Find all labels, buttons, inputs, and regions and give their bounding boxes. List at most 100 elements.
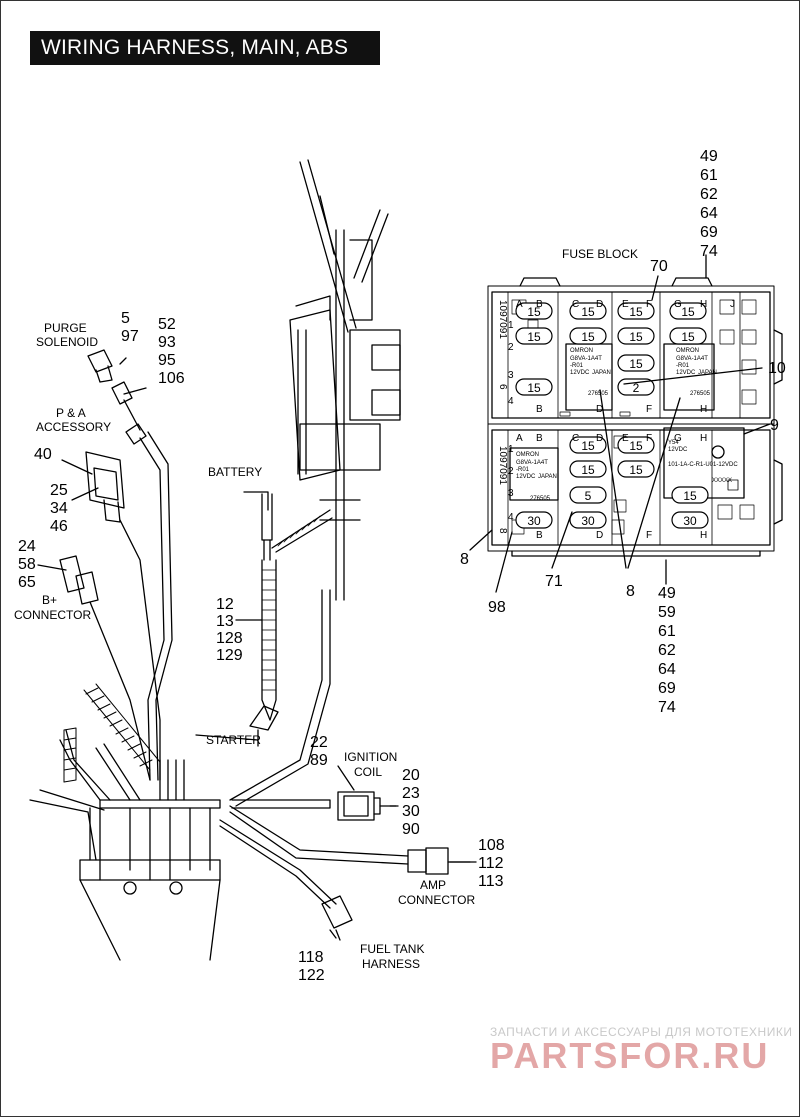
fuse — [617, 302, 655, 320]
fuse-rating: 15 — [681, 330, 695, 344]
relay-model-3b: -R01 — [516, 467, 530, 473]
callout-number-fuse-block-bottom: 64 — [658, 661, 676, 678]
callout-number-coil-connector: 90 — [402, 821, 420, 838]
callout-number-b-plus: 24 — [18, 538, 36, 555]
fuse-row-number: 2 — [508, 342, 514, 353]
callout-number-purge-solenoid: 97 — [121, 328, 139, 345]
callout-number-fuse-block-10: 10 — [768, 360, 786, 377]
callout-number-coil-connector: 23 — [402, 785, 420, 802]
part-number-bottom: 1097091 — [497, 446, 508, 485]
fuse-rating: 15 — [629, 439, 643, 453]
callout-number-fuse-block-98: 98 — [488, 599, 506, 616]
callout-number-b-plus: 58 — [18, 556, 36, 573]
fuse — [617, 354, 655, 372]
relay-origin-1: JAPAN — [592, 370, 611, 376]
callout-number-fuse-block-bottom: 61 — [658, 623, 676, 640]
callout-number-fuse-block-bottom: 49 — [658, 585, 676, 602]
fuse-column-letter: E — [622, 299, 629, 310]
fuse — [569, 327, 607, 345]
callout-number-fuse-block-top: 69 — [700, 224, 718, 241]
fuse-column-letter: F — [646, 404, 652, 415]
fuse-column-letter: H — [700, 404, 707, 415]
callout-number-fuse-block-bottom: 69 — [658, 680, 676, 697]
ignition-coil-label-1: IGNITION — [344, 750, 397, 764]
fuse-rating: 15 — [581, 330, 595, 344]
fuse-rating: 15 — [527, 381, 541, 395]
callout-number-pa-connector: 25 — [50, 482, 68, 499]
callout-number-battery-cable: 128 — [216, 630, 243, 647]
callout-number-battery-cable: 129 — [216, 647, 243, 664]
pa-accessory-label-2: ACCESSORY — [36, 420, 111, 434]
fuse-column-letter: H — [700, 530, 707, 541]
fuse-column-letter: A — [516, 299, 523, 310]
fuse — [671, 511, 709, 529]
fuse-column-letter: F — [646, 299, 652, 310]
fuse-rating: 15 — [629, 330, 643, 344]
callout-number-purge-right: 52 — [158, 316, 176, 333]
callout-number-fuse-block-top: 62 — [700, 186, 718, 203]
callout-number-amp-connector: 112 — [478, 855, 504, 872]
relay-origin-3: JAPAN — [538, 474, 557, 480]
fuse-column-letter: C — [572, 299, 579, 310]
fuse — [569, 486, 607, 504]
fuse — [569, 302, 607, 320]
amp-connector-label-1: AMP — [420, 878, 446, 892]
part-number-top: 1097091 — [497, 300, 508, 339]
fuse-column-letter: A — [516, 433, 523, 444]
fuse — [515, 327, 553, 345]
relay-model-1b: -R01 — [570, 363, 584, 369]
fuse — [569, 511, 607, 529]
battery-cable — [243, 491, 333, 747]
part-number-top-suffix: 6 — [497, 384, 508, 390]
fuse — [617, 327, 655, 345]
fuse-column-letter: H — [700, 433, 707, 444]
callout-number-amp-connector: 113 — [478, 873, 504, 890]
battery-label: BATTERY — [208, 465, 262, 479]
relay-brand-2: OMRON — [676, 348, 699, 354]
fuse-row-number: 3 — [508, 370, 514, 381]
fuel-tank-label-2: HARNESS — [362, 957, 420, 971]
relay-rating-2: 12VDC — [676, 370, 696, 376]
ignition-coil-label-2: COIL — [354, 765, 382, 779]
relay-brand-1: OMRON — [570, 348, 593, 354]
fuse-rating: 2 — [633, 381, 640, 395]
fuse-column-letter: H — [700, 299, 707, 310]
relay-model-3a: G8VA-1A4T — [516, 460, 548, 466]
fuel-tank-harness-wire — [219, 819, 353, 941]
ecm-bracket — [289, 159, 401, 601]
callout-number-fuse-block-top: 49 — [700, 148, 718, 165]
corrugated-conduit — [63, 683, 161, 783]
relay-origin-2: JAPAN — [698, 370, 717, 376]
fuse-row-number: 4 — [508, 512, 514, 523]
module-text-2: 12VDC — [668, 447, 688, 453]
b-plus-label-2: CONNECTOR — [14, 608, 91, 622]
fuse — [515, 511, 553, 529]
callout-number-fuse-block-8-bottom: 8 — [626, 583, 635, 600]
callout-number-fuse-block-70: 70 — [650, 258, 668, 275]
fuse-rating: 30 — [683, 514, 697, 528]
relay-rating-3: 12VDC — [516, 474, 536, 480]
fuse-rating: 5 — [585, 489, 592, 503]
fuse-column-letter: D — [596, 433, 603, 444]
fuse — [669, 327, 707, 345]
callout-number-ignition-coil: 89 — [310, 752, 328, 769]
module-text-1: Y54 — [668, 440, 679, 446]
part-number-bottom-suffix: 8 — [497, 528, 508, 534]
fuse-row-number: 1 — [508, 320, 514, 331]
callout-number-purge-right: 106 — [158, 370, 185, 387]
starter-label: STARTER — [206, 733, 261, 747]
relay-code-2: 276505 — [690, 391, 711, 397]
fuse-rating: 15 — [527, 330, 541, 344]
fuse-rating: 15 — [581, 305, 595, 319]
page-title: WIRING HARNESS, MAIN, ABS — [30, 31, 380, 65]
fuse-row-number: 2 — [508, 466, 514, 477]
fuse-column-letter: B — [536, 530, 543, 541]
callout-number-fuse-block-top: 74 — [700, 243, 718, 260]
callout-number-b-plus: 65 — [18, 574, 36, 591]
fuse-column-letter: D — [596, 530, 603, 541]
fuse-row-number: 4 — [508, 396, 514, 407]
fuse-rating: 15 — [581, 439, 595, 453]
amp-connector-label-2: CONNECTOR — [398, 893, 475, 907]
fuse-rating: 15 — [629, 305, 643, 319]
